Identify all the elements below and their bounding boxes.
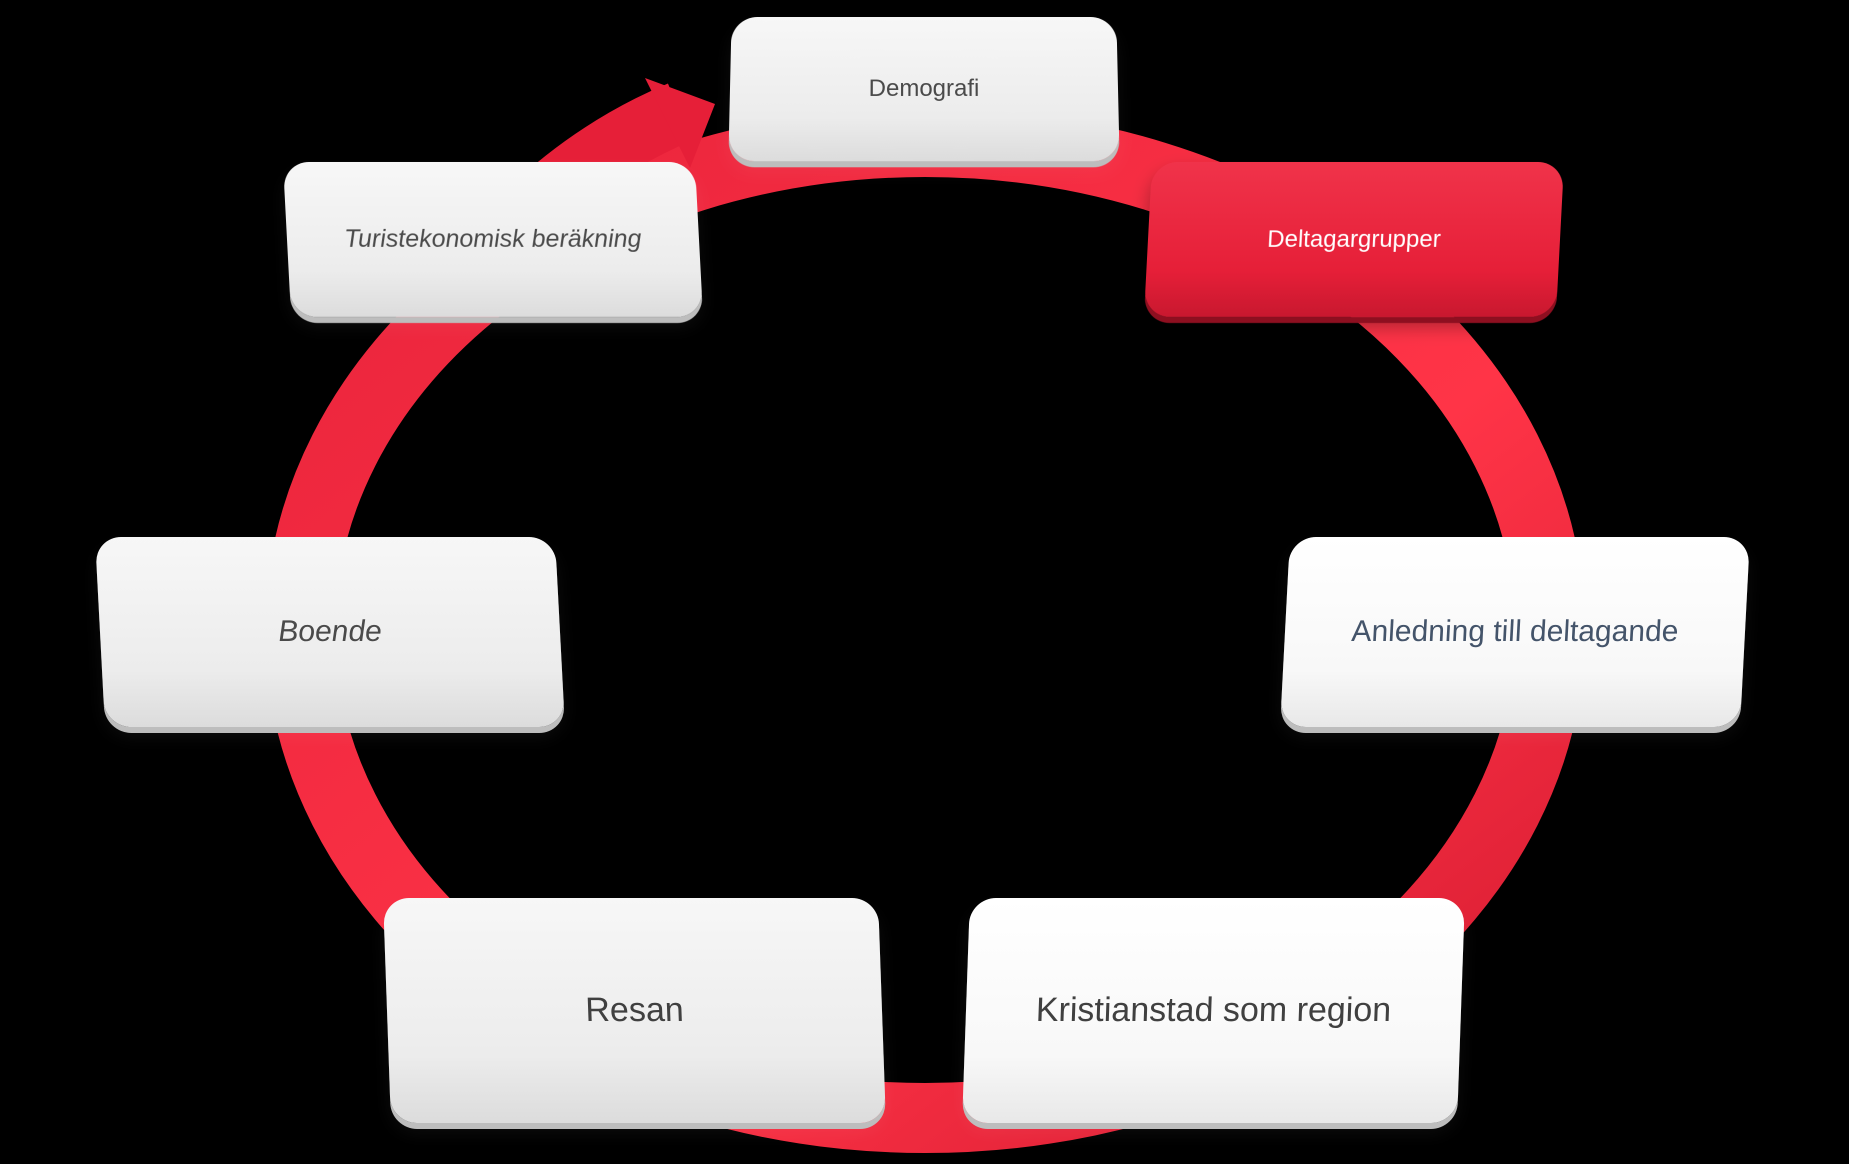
node-kristianstad-som-region: Kristianstad som region [962, 898, 1465, 1123]
node-boende: Boende [95, 537, 565, 727]
node-demografi: Demografi [728, 16, 1120, 162]
node-label-turist: Turistekonomisk beräkning [343, 225, 643, 253]
node-turistekonomisk-berakning: Turistekonomisk beräkning [282, 162, 704, 317]
node-deltagargrupper: Deltagargrupper [1143, 162, 1565, 317]
arrowhead-icon [645, 78, 715, 168]
ring-gap-mask [500, 10, 720, 190]
node-label-resan: Resan [584, 991, 685, 1029]
node-label-demografi: Demografi [868, 74, 980, 102]
node-label-kristianstad: Kristianstad som region [1035, 991, 1392, 1029]
node-label-anledning: Anledning till deltagande [1350, 615, 1680, 648]
node-label-boende: Boende [277, 615, 383, 648]
node-label-deltagargrupper: Deltagargrupper [1266, 225, 1442, 253]
node-anledning-till-deltagande: Anledning till deltagande [1280, 537, 1750, 727]
node-resan: Resan [383, 898, 886, 1123]
